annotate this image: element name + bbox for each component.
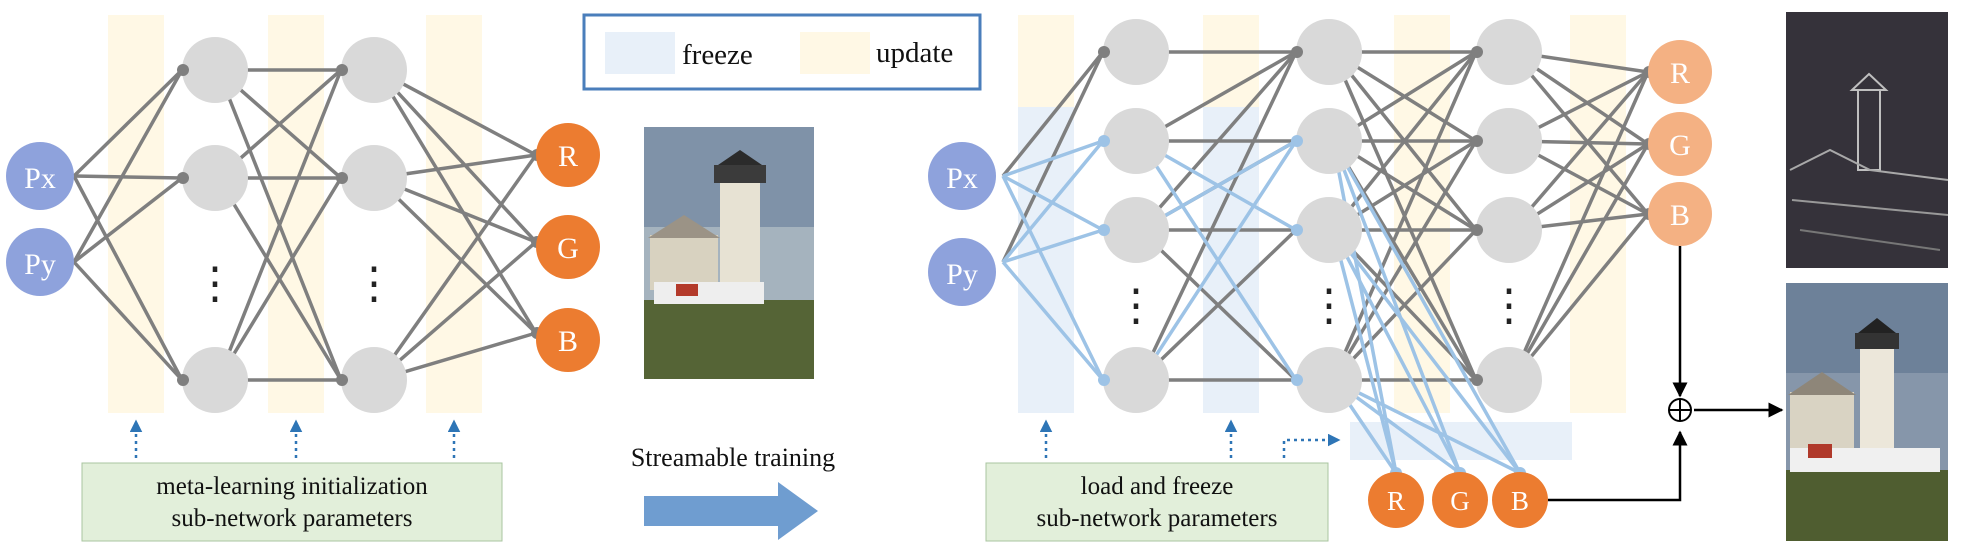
frozen-output-node-g [1432, 472, 1488, 528]
update-band [1570, 15, 1626, 413]
input-label-py: Py [24, 248, 56, 281]
hidden-node [1103, 19, 1169, 85]
hidden-node [182, 145, 248, 211]
reconstructed-image [1786, 283, 1948, 541]
hidden-node [1296, 19, 1362, 85]
hidden-node [1476, 108, 1542, 174]
frozen-output-label-b: B [1511, 486, 1529, 516]
right-network: Px Py ⋮ ⋮ ⋮ R G [928, 15, 1784, 542]
frozen-output-node-b [1492, 472, 1548, 528]
left-edges [72, 68, 538, 382]
hidden-node [341, 347, 407, 413]
meta-learning-caption-box [81, 462, 503, 542]
ellipsis: ⋮ [193, 259, 237, 308]
hidden-node [1103, 197, 1169, 263]
legend-update-swatch [800, 32, 870, 74]
hidden-node [1476, 19, 1542, 85]
update-band [268, 15, 324, 413]
hidden-node [1103, 108, 1169, 174]
streamable-training-label: Streamable training [631, 443, 835, 472]
streamable-training-arrow [644, 482, 818, 540]
output-node-r [1648, 40, 1712, 104]
input-node-py [6, 228, 74, 296]
output-label-g: G [557, 232, 579, 265]
hidden-node [1296, 347, 1362, 413]
output-node-b [1648, 182, 1712, 246]
load-freeze-caption-line1: load and freeze [1081, 473, 1234, 500]
hidden-node [182, 37, 248, 103]
ellipsis: ⋮ [1114, 281, 1158, 330]
output-node-g [536, 215, 600, 279]
hidden-node [1296, 108, 1362, 174]
legend-freeze-label: freeze [682, 39, 753, 71]
output-node-b [536, 308, 600, 372]
ellipsis: ⋮ [1307, 281, 1351, 330]
residual-image [1786, 12, 1949, 268]
frozen-output-label-r: R [1387, 486, 1405, 516]
input-label-px: Px [24, 162, 56, 195]
input-node-px [928, 142, 996, 210]
legend: freeze update [582, 13, 982, 91]
dotted-arrows [1039, 419, 1341, 458]
hidden-node [1296, 197, 1362, 263]
meta-learning-caption-line2: sub-network parameters [172, 505, 413, 532]
legend-freeze-swatch [605, 32, 675, 74]
sum-paths [1548, 246, 1784, 502]
hidden-node [341, 145, 407, 211]
hidden-node [1476, 197, 1542, 263]
dotted-arrows [129, 419, 461, 458]
load-freeze-caption-box [985, 462, 1329, 542]
input-node-py [928, 238, 996, 306]
freeze-band [1203, 107, 1259, 413]
input-label-py: Py [946, 258, 978, 291]
output-node-r [536, 123, 600, 187]
legend-update-label: update [876, 37, 953, 69]
target-image [644, 127, 814, 379]
output-label-b: B [558, 325, 578, 358]
update-band [426, 15, 482, 413]
meta-learning-caption-line1: meta-learning initialization [156, 473, 428, 500]
hidden-node [1103, 347, 1169, 413]
right-frozen-edges [1001, 139, 1522, 475]
frozen-output-label-g: G [1450, 486, 1470, 516]
ellipsis: ⋮ [352, 259, 396, 308]
output-label-g: G [1669, 129, 1691, 162]
hidden-node [182, 347, 248, 413]
output-node-g [1648, 112, 1712, 176]
frozen-output-node-r [1368, 472, 1424, 528]
output-label-r: R [1670, 57, 1690, 90]
output-label-r: R [558, 140, 578, 173]
load-freeze-caption-line2: sub-network parameters [1037, 505, 1278, 532]
hidden-node [1476, 347, 1542, 413]
ellipsis: ⋮ [1487, 281, 1531, 330]
input-node-px [6, 142, 74, 210]
right-gray-edges [1001, 50, 1650, 382]
left-network: Px Py ⋮ ⋮ R G B [6, 15, 600, 542]
hidden-node [341, 37, 407, 103]
output-label-b: B [1670, 199, 1690, 232]
input-label-px: Px [946, 162, 978, 195]
